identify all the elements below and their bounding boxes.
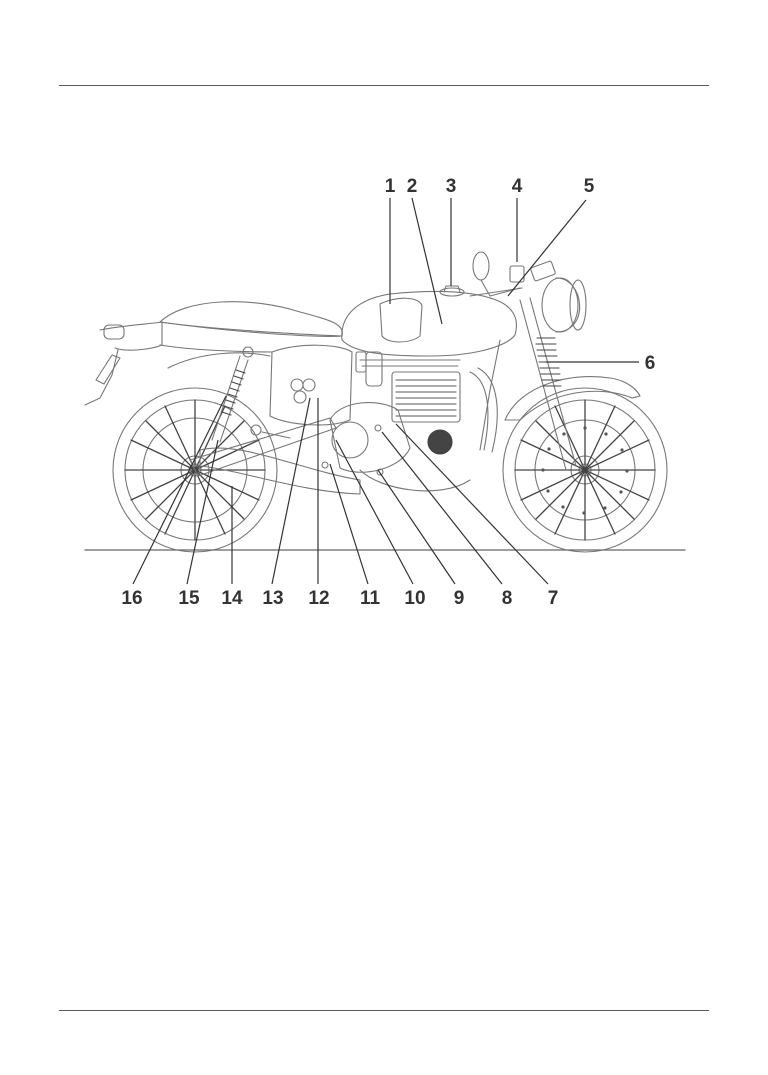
callout-12: 12 [308, 588, 329, 609]
callout-15: 15 [178, 588, 200, 609]
fuel-cap [439, 287, 465, 297]
fuel-tank [341, 290, 517, 357]
exhaust [199, 447, 361, 495]
engine [329, 351, 498, 492]
callout-9: 9 [454, 588, 465, 609]
side-panel [269, 344, 353, 426]
callout-6: 6 [645, 353, 656, 374]
footer-rule [59, 1010, 709, 1011]
callout-8: 8 [502, 588, 513, 609]
mirror [472, 251, 490, 281]
number-plate [95, 354, 121, 385]
callout-7: 7 [548, 588, 559, 609]
callout-4: 4 [512, 176, 523, 197]
rear-shock [211, 346, 254, 443]
front-wheel [502, 387, 668, 553]
callout-1: 1 [385, 176, 396, 197]
reservoir [509, 265, 525, 283]
instrument [530, 260, 556, 282]
leader-lines [132, 197, 639, 585]
seat [159, 301, 343, 337]
callout-5: 5 [584, 176, 595, 197]
callout-11: 11 [360, 588, 381, 609]
callout-16: 16 [121, 588, 142, 609]
callout-10: 10 [404, 588, 425, 609]
frame-downtube [479, 339, 501, 451]
callout-2: 2 [407, 176, 418, 197]
tail [99, 321, 163, 351]
front-fork [519, 297, 577, 471]
callout-13: 13 [262, 588, 283, 609]
headlight [541, 277, 587, 333]
side-stand [261, 431, 291, 439]
header-rule [59, 85, 709, 86]
front-mudguard [504, 376, 641, 421]
callout-14: 14 [221, 588, 243, 609]
callout-3: 3 [446, 176, 457, 197]
tail-light [103, 324, 125, 340]
